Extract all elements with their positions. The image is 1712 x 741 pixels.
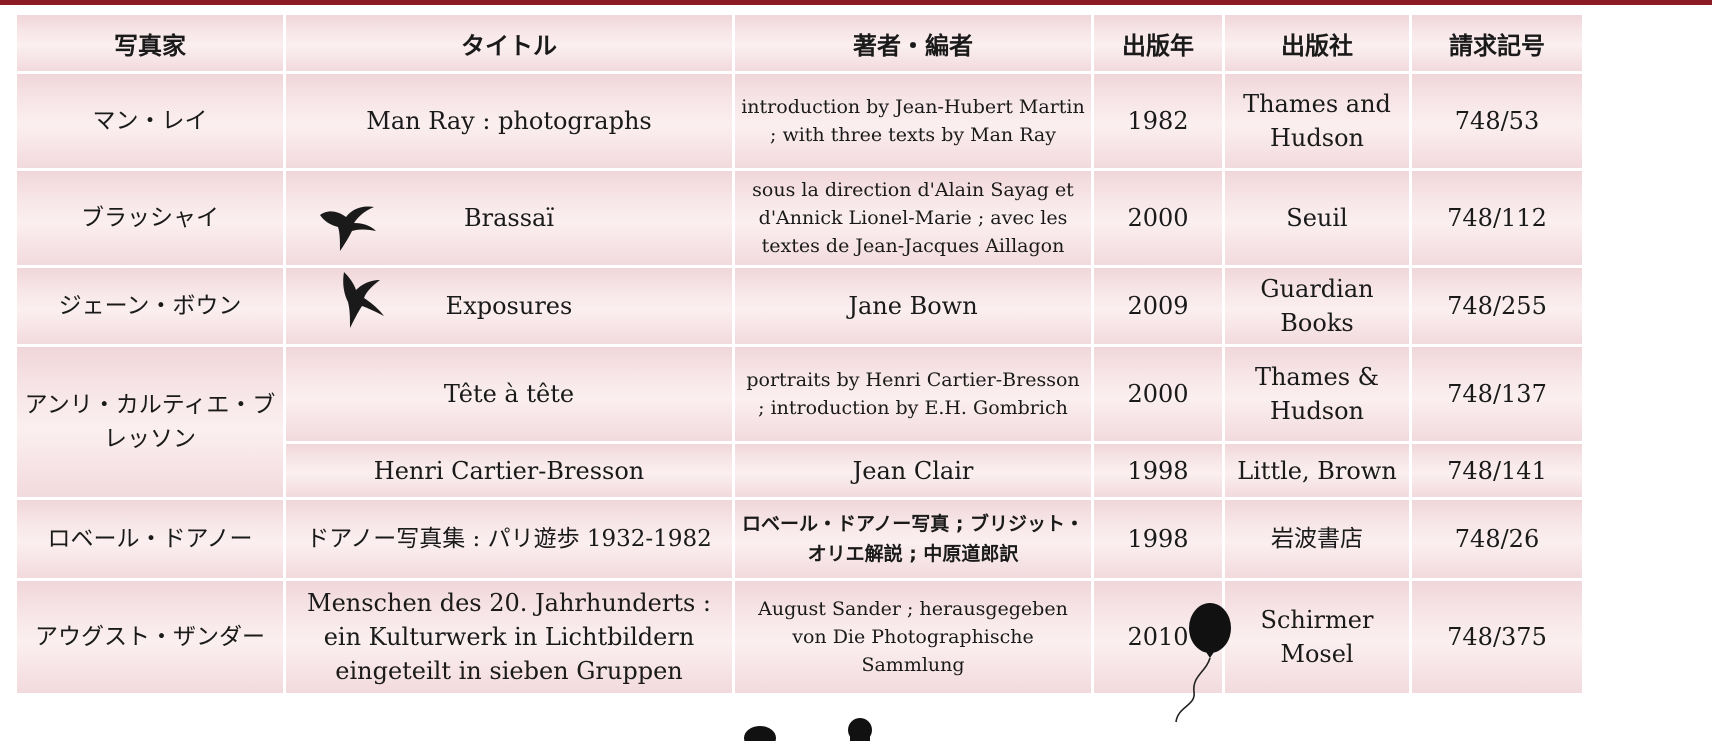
title-cell: Brassaï — [286, 171, 732, 265]
call-number-cell: 748/255 — [1412, 268, 1582, 344]
photographer-cell: ロベール・ドアノー — [17, 500, 283, 578]
header-photographer: 写真家 — [17, 15, 283, 71]
title-cell: Man Ray : photographs — [286, 74, 732, 168]
photographer-cell: アンリ・カルティエ・ブレッソン — [17, 347, 283, 497]
call-number-cell: 748/53 — [1412, 74, 1582, 168]
title-cell: ドアノー写真集 : パリ遊歩 1932-1982 — [286, 500, 732, 578]
year-cell: 2009 — [1094, 268, 1222, 344]
publisher-cell: Thames and Hudson — [1225, 74, 1409, 168]
call-number-cell: 748/375 — [1412, 581, 1582, 693]
author-cell: August Sander ; herausgegeben von Die Ph… — [735, 581, 1091, 693]
header-author: 著者・編者 — [735, 15, 1091, 71]
title-cell: Henri Cartier-Bresson — [286, 444, 732, 497]
silhouette-icon — [744, 718, 872, 741]
year-cell: 2000 — [1094, 347, 1222, 441]
title-cell: Menschen des 20. Jahrhunderts : ein Kult… — [286, 581, 732, 693]
swallow-icon — [320, 206, 376, 251]
photographer-cell: マン・レイ — [17, 74, 283, 168]
title-cell: Tête à tête — [286, 347, 732, 441]
swallow-icon — [343, 272, 384, 328]
table-row: Henri Cartier-Bresson Jean Clair 1998 Li… — [17, 444, 1582, 497]
photographer-cell: アウグスト・ザンダー — [17, 581, 283, 693]
year-cell: 1998 — [1094, 444, 1222, 497]
table-row: マン・レイ Man Ray : photographs introduction… — [17, 74, 1582, 168]
table-row: ロベール・ドアノー ドアノー写真集 : パリ遊歩 1932-1982 ロベール・… — [17, 500, 1582, 578]
publisher-cell: Guardian Books — [1225, 268, 1409, 344]
author-cell: Jane Bown — [735, 268, 1091, 344]
author-cell: introduction by Jean-Hubert Martin ; wit… — [735, 74, 1091, 168]
table-row: ブラッシャイ Brassaï sous la direction d'Alain… — [17, 171, 1582, 265]
photographer-cell: ジェーン・ボウン — [17, 268, 283, 344]
table-header-row: 写真家 タイトル 著者・編者 出版年 出版社 請求記号 — [17, 15, 1582, 71]
header-year: 出版年 — [1094, 15, 1222, 71]
publisher-cell: Thames & Hudson — [1225, 347, 1409, 441]
call-number-cell: 748/112 — [1412, 171, 1582, 265]
publisher-cell: Schirmer Mosel — [1225, 581, 1409, 693]
year-cell: 2000 — [1094, 171, 1222, 265]
author-cell: Jean Clair — [735, 444, 1091, 497]
call-number-cell: 748/141 — [1412, 444, 1582, 497]
call-number-cell: 748/137 — [1412, 347, 1582, 441]
table-row: アウグスト・ザンダー Menschen des 20. Jahrhunderts… — [17, 581, 1582, 693]
table-row: ジェーン・ボウン Exposures Jane Bown 2009 Guardi… — [17, 268, 1582, 344]
header-call-number: 請求記号 — [1412, 15, 1582, 71]
photographer-cell: ブラッシャイ — [17, 171, 283, 265]
year-cell: 1982 — [1094, 74, 1222, 168]
table-row: アンリ・カルティエ・ブレッソン Tête à tête portraits by… — [17, 347, 1582, 497]
balloon-icon — [1175, 603, 1231, 723]
publisher-cell: Little, Brown — [1225, 444, 1409, 497]
author-cell: sous la direction d'Alain Sayag et d'Ann… — [735, 171, 1091, 265]
top-accent-bar — [0, 0, 1712, 5]
author-cell: portraits by Henri Cartier-Bresson ; int… — [735, 347, 1091, 441]
year-cell: 1998 — [1094, 500, 1222, 578]
publisher-cell: Seuil — [1225, 171, 1409, 265]
header-title: タイトル — [286, 15, 732, 71]
call-number-cell: 748/26 — [1412, 500, 1582, 578]
photo-books-table: 写真家 タイトル 著者・編者 出版年 出版社 請求記号 マン・レイ Man Ra… — [14, 12, 1585, 696]
author-cell: ロベール・ドアノー写真 ; ブリジット・オリエ解説 ; 中原道郎訳 — [735, 500, 1091, 578]
publisher-cell: 岩波書店 — [1225, 500, 1409, 578]
header-publisher: 出版社 — [1225, 15, 1409, 71]
